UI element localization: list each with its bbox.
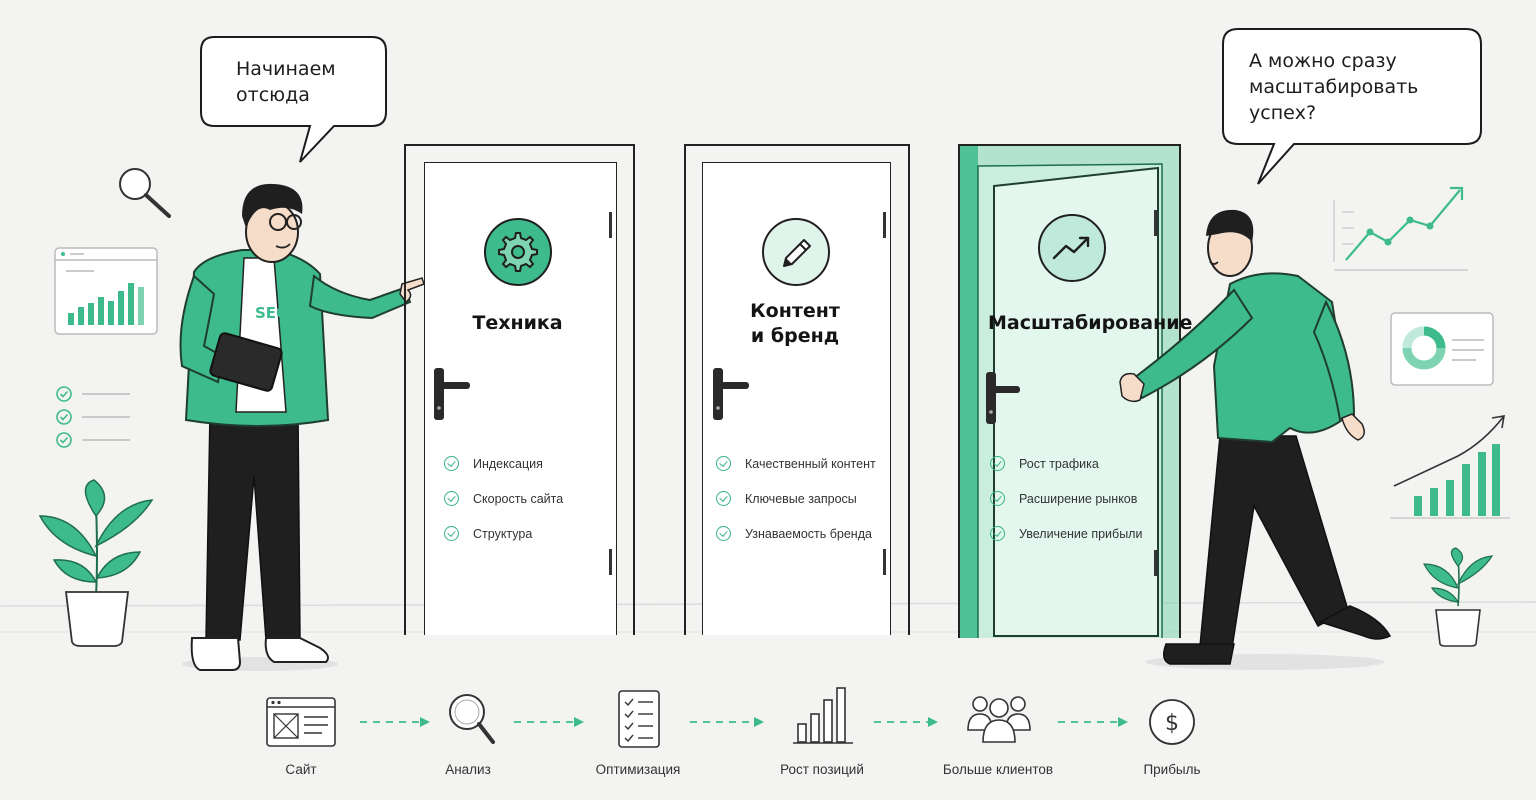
- list-item: Ключевые запросы: [716, 481, 876, 516]
- step-label-pribyl: Прибыль: [1143, 762, 1201, 777]
- check-icon: [990, 456, 1005, 471]
- check-icon: [990, 526, 1005, 541]
- list-item: Качественный контент: [716, 446, 876, 481]
- bar-chart-icon: [793, 687, 853, 744]
- step-label-sajt: Сайт: [285, 762, 317, 777]
- check-icon: [716, 491, 731, 506]
- step-label-optimizaciya: Оптимизация: [595, 762, 681, 777]
- checklist-decor-icon: [56, 386, 130, 448]
- trend-up-icon: [1038, 214, 1106, 282]
- growth-bar-chart-decor-icon: [1390, 415, 1510, 519]
- door-technika[interactable]: [404, 144, 636, 636]
- plant-left-decor: [38, 479, 154, 647]
- door-kontent-brend-title: Контент и бренд: [750, 300, 840, 347]
- shirt-seo-text: SEO: [255, 304, 289, 322]
- door-technika-title: Техника: [472, 312, 563, 334]
- check-icon: [444, 491, 459, 506]
- step-label-analiz: Анализ: [445, 762, 491, 777]
- person-right-illustration: [1119, 209, 1392, 665]
- gear-icon: [484, 218, 552, 286]
- checklist-icon: [618, 690, 660, 748]
- door-technika-list: Индексация Скорость сайта Структура: [444, 446, 563, 551]
- step-label-bolshe-klientov: Больше клиентов: [942, 762, 1054, 777]
- speech-bubble-right: [1222, 28, 1482, 185]
- check-icon: [990, 491, 1005, 506]
- line-chart-decor-icon: [1333, 186, 1468, 271]
- list-item: Увеличение прибыли: [990, 516, 1142, 551]
- speech-bubble-right-text: А можно сразу масштабировать успех?: [1249, 50, 1419, 124]
- check-icon: [444, 526, 459, 541]
- door-kontent-brend-list: Качественный контент Ключевые запросы Уз…: [716, 446, 876, 551]
- process-arrows: [360, 717, 1128, 727]
- svg-text:$: $: [1165, 711, 1179, 736]
- donut-chart-window-decor-icon: [1390, 312, 1494, 386]
- step-label-rost-pozicij: Рост позиций: [780, 762, 864, 777]
- pencil-icon: [762, 218, 830, 286]
- check-icon: [716, 456, 731, 471]
- speech-bubble-left: [200, 36, 387, 163]
- list-item: Скорость сайта: [444, 481, 563, 516]
- list-item: Структура: [444, 516, 563, 551]
- door-masshtabirovanie-list: Рост трафика Расширение рынков Увеличени…: [990, 446, 1142, 551]
- check-icon: [716, 526, 731, 541]
- person-left-illustration: [179, 183, 425, 671]
- magnifier-decor-icon: [119, 168, 171, 218]
- door-masshtabirovanie-title: Масштабирование: [988, 312, 1193, 334]
- list-item: Расширение рынков: [990, 481, 1142, 516]
- list-item: Рост трафика: [990, 446, 1142, 481]
- users-icon: [967, 696, 1031, 743]
- list-item: Индексация: [444, 446, 563, 481]
- bar-chart-window-decor-icon: [54, 247, 158, 335]
- website-icon: [266, 697, 336, 747]
- check-icon: [444, 456, 459, 471]
- list-item: Узнаваемость бренда: [716, 516, 876, 551]
- magnifier-icon: [449, 694, 495, 744]
- dollar-icon: $: [1149, 699, 1195, 745]
- speech-bubble-left-text: Начинаем отсюда: [236, 58, 336, 106]
- plant-right-decor: [1423, 547, 1494, 647]
